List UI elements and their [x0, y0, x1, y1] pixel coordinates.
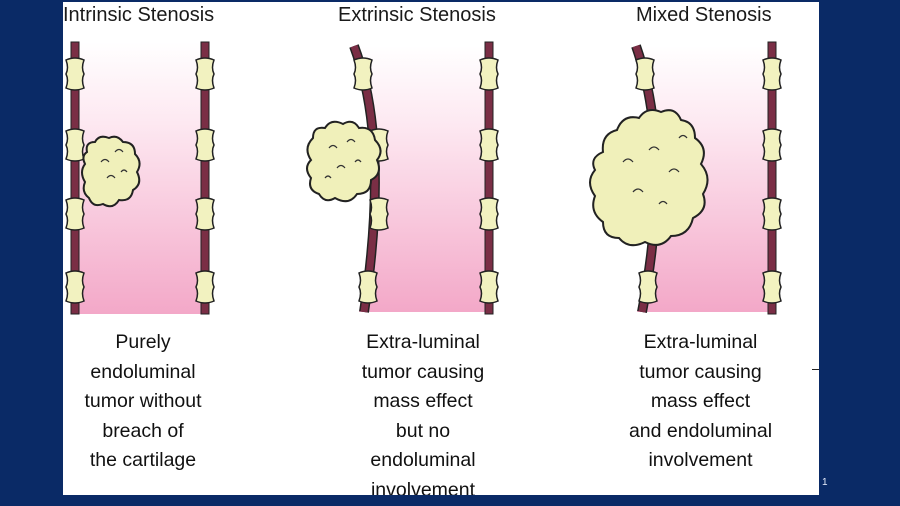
caption-extrinsic: Extra-luminal tumor causing mass effect …	[361, 331, 485, 495]
caption-mixed: Extra-luminal tumor causing mass effect …	[628, 331, 773, 471]
airway-wall-left	[70, 41, 80, 315]
tumor-mixed	[589, 109, 709, 247]
tumor-intrinsic	[81, 135, 141, 208]
diagram-intrinsic	[65, 41, 215, 315]
title-extrinsic-stenosis: Extrinsic Stenosis	[338, 4, 496, 26]
diagram-extrinsic	[306, 41, 499, 315]
caption-intrinsic: Purely endoluminal tumor without breach …	[84, 331, 202, 471]
tumor-extrinsic	[306, 120, 382, 203]
airway-wall-right	[484, 41, 494, 315]
slide: Intrinsic Stenosis Extrinsic Stenosis Mi…	[63, 2, 819, 495]
airway-wall-right	[767, 41, 777, 315]
airway-wall-right	[200, 41, 210, 315]
title-intrinsic-stenosis: Intrinsic Stenosis	[63, 4, 215, 26]
diagram-mixed	[589, 41, 782, 315]
page-number: 1	[822, 477, 828, 488]
stenosis-diagrams	[65, 41, 782, 315]
title-mixed-stenosis: Mixed Stenosis	[636, 4, 772, 26]
edge-mark	[812, 369, 819, 370]
lumen-extrinsic	[359, 46, 488, 312]
